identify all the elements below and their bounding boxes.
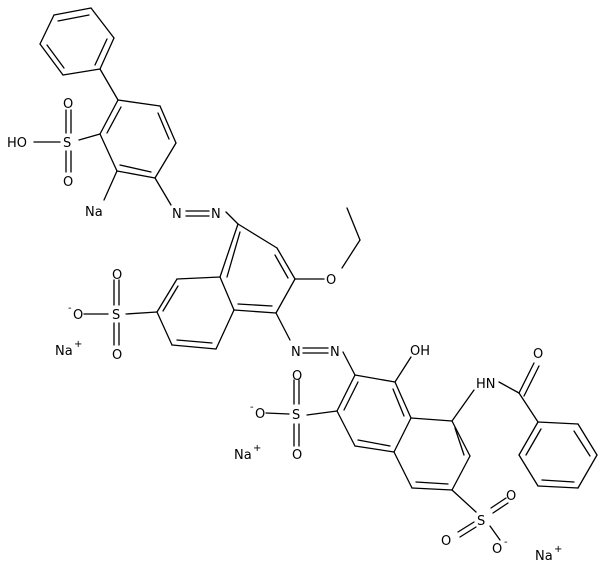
amide-oxygen-label: O: [533, 347, 543, 362]
charge-minus-3: -: [504, 537, 508, 548]
sodium-bound-label: Na: [85, 205, 103, 220]
hydroxyl-label-top: HO: [7, 136, 27, 151]
oxygen-label-top-up: O: [63, 97, 73, 112]
charge-plus-2: +: [253, 443, 261, 454]
sulfur-label-3: S: [477, 514, 485, 529]
sulfur-label-2: S: [292, 408, 300, 423]
bonds: [33, 7, 598, 541]
ether-oxygen-label: O: [326, 273, 336, 288]
sulfur-label-1: S: [112, 308, 120, 323]
hydroxyl-label: OH: [410, 344, 430, 359]
sodium-ion-1: Na: [55, 344, 73, 359]
sulfonate-1-oxygen-down: O: [112, 348, 122, 363]
charge-minus-1: -: [68, 303, 72, 314]
azo-nitrogen-1a: N: [172, 207, 182, 222]
sulfonate-1-oxygen-up: O: [112, 268, 122, 283]
oxygen-label-top-down: O: [63, 175, 73, 190]
sulfonate-oxygen-2: O: [255, 407, 265, 422]
sulfonate-3-oxygen-left: O: [441, 534, 451, 549]
charge-plus-1: +: [74, 339, 82, 350]
sulfur-label-top: S: [63, 136, 71, 151]
charge-minus-2: -: [250, 402, 254, 413]
azo-nitrogen-2b: N: [330, 345, 340, 360]
azo-nitrogen-2a: N: [291, 345, 301, 360]
sodium-ion-3: Na: [535, 549, 553, 564]
azo-nitrogen-1b: N: [211, 207, 221, 222]
sulfonate-2-oxygen-down: O: [292, 448, 302, 463]
sulfonate-2-oxygen-up: O: [292, 369, 302, 384]
atom-labels: HO S O O Na N N O O - S O O Na + N N OH …: [7, 97, 562, 564]
amine-label: HN: [476, 377, 496, 392]
sodium-ion-2: Na: [234, 448, 252, 463]
sulfonate-oxygen-3: O: [492, 542, 502, 557]
sulfonate-oxygen-1: O: [73, 308, 83, 323]
sulfonate-3-oxygen-right: O: [506, 489, 516, 504]
charge-plus-3: +: [554, 544, 562, 555]
